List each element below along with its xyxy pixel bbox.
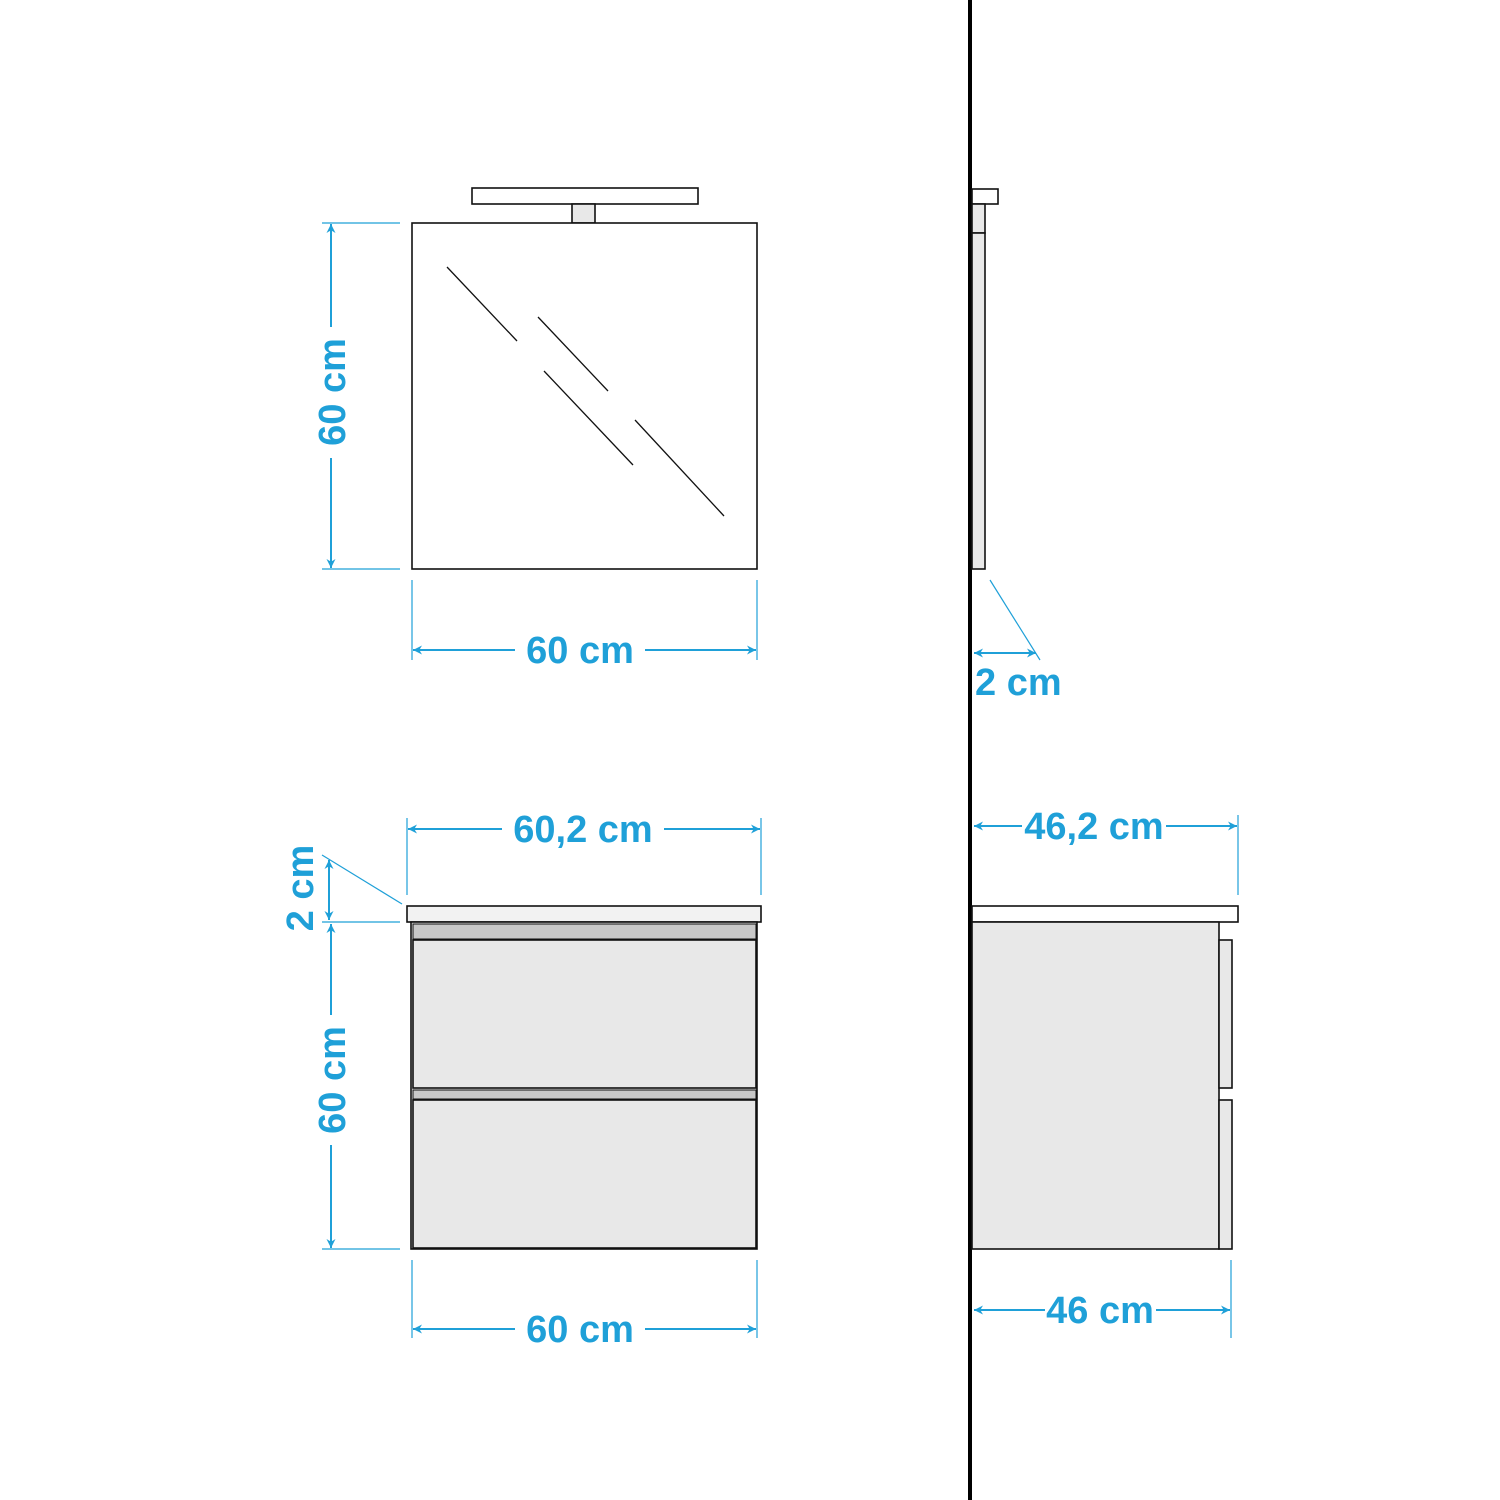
countertop-depth-dimension: 46,2 cm (974, 806, 1239, 895)
drawer-bottom (412, 1099, 757, 1249)
countertop-depth-label: 46,2 cm (1024, 806, 1163, 848)
mirror-lamp-stem (571, 203, 596, 224)
cabinet-height-label: 60 cm (312, 1026, 354, 1134)
countertop-width-label: 60,2 cm (513, 809, 652, 851)
mirror-side-view (971, 188, 999, 570)
mirror-height-dimension: 60 cm (312, 222, 400, 570)
cabinet-height-dimension: 60 cm (312, 924, 400, 1250)
mirror-lamp-bar (471, 187, 699, 205)
countertop-thickness-dimension: 2 cm (280, 845, 403, 932)
mirror-depth-dimension: 2 cm (974, 579, 1062, 704)
mirror-height-label: 60 cm (312, 338, 354, 446)
mirror-reflection-lines (446, 266, 725, 517)
countertop (406, 905, 762, 923)
cabinet-width-label: 60 cm (526, 1309, 634, 1351)
mirror-width-label: 60 cm (526, 630, 634, 672)
cabinet-side-view (971, 905, 1239, 1250)
cabinet-depth-label: 46 cm (1046, 1290, 1154, 1332)
mirror-width-dimension: 60 cm (411, 580, 758, 672)
mirror-front-view (411, 187, 758, 570)
cabinet-front-view (406, 905, 762, 1250)
drawer-top (412, 939, 757, 1089)
mirror-depth-label: 2 cm (975, 662, 1062, 704)
cabinet-width-dimension: 60 cm (411, 1260, 758, 1351)
mirror-panel (411, 222, 758, 570)
cabinet-depth-dimension: 46 cm (974, 1260, 1232, 1338)
countertop-width-dimension: 60,2 cm (406, 809, 762, 895)
countertop-thickness-label: 2 cm (280, 845, 322, 932)
